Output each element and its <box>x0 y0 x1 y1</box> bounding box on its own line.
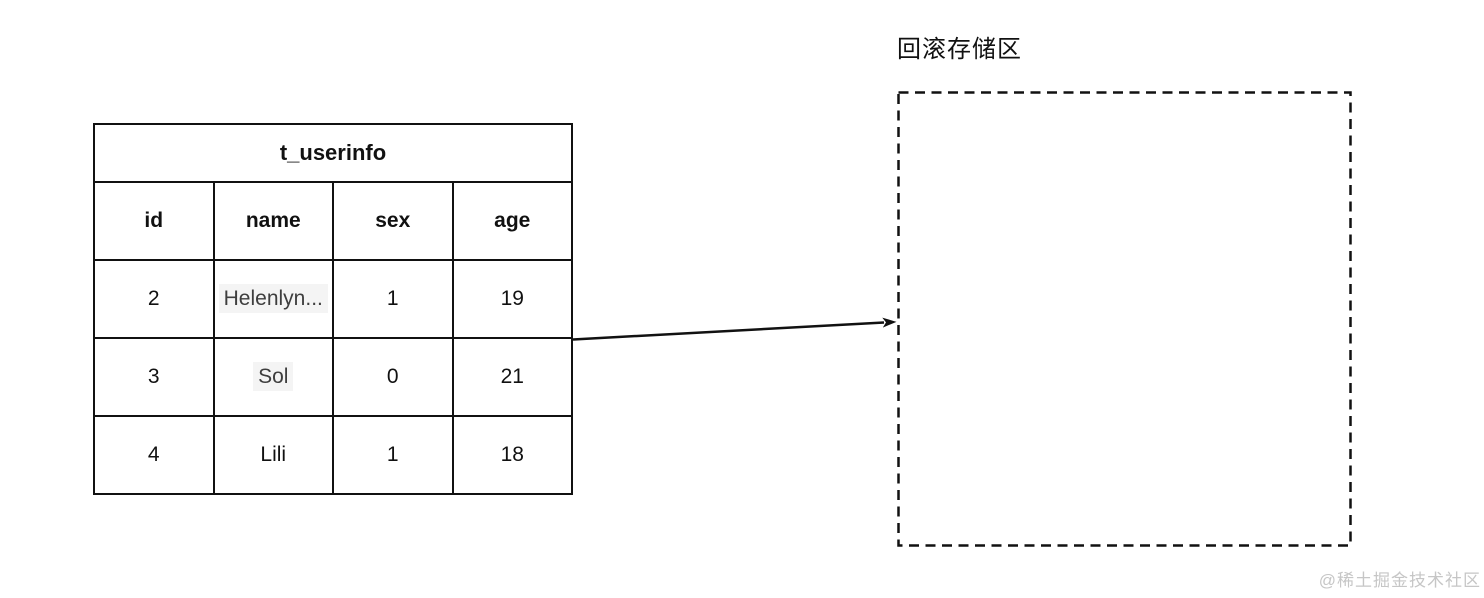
table-cell-name: Lili <box>212 415 334 495</box>
cell-value: 1 <box>386 443 399 466</box>
cell-value-highlighted: Sol <box>253 362 294 391</box>
table-row: 2 Helenlyn... 1 19 <box>93 259 573 339</box>
cell-value: 1 <box>386 287 399 310</box>
table-cell-age: 18 <box>451 415 573 495</box>
cell-value: 21 <box>500 365 524 388</box>
userinfo-table-grid: t_userinfo id name sex age 2 Helenlyn...… <box>93 123 573 495</box>
cell-value: 18 <box>500 443 524 466</box>
arrow-to-rollback <box>572 317 897 341</box>
table-cell-id: 2 <box>93 259 215 339</box>
table-cell-id: 3 <box>93 337 215 417</box>
rollback-storage-area <box>897 91 1352 547</box>
table-cell-id: 4 <box>93 415 215 495</box>
table-cell-sex: 1 <box>332 415 454 495</box>
cell-value: Lili <box>260 443 287 466</box>
column-header-name: name <box>212 181 334 261</box>
cell-value: 4 <box>147 443 160 466</box>
column-header-age: age <box>451 181 573 261</box>
cell-value: 0 <box>386 365 399 388</box>
table-cell-sex: 0 <box>332 337 454 417</box>
table-title-row: t_userinfo <box>93 123 573 183</box>
cell-value: 2 <box>147 287 160 310</box>
table-cell-age: 19 <box>451 259 573 339</box>
cell-value: 19 <box>500 287 524 310</box>
column-header-id: id <box>93 181 215 261</box>
table-cell-name: Helenlyn... <box>212 259 334 339</box>
table-cell-sex: 1 <box>332 259 454 339</box>
table-row: 3 Sol 0 21 <box>93 337 573 417</box>
table-title: t_userinfo <box>93 123 573 183</box>
rollback-area-label: 回滚存储区 <box>897 36 1022 63</box>
table-header-row: id name sex age <box>93 181 573 261</box>
cell-value: 3 <box>147 365 160 388</box>
userinfo-table: t_userinfo id name sex age 2 Helenlyn...… <box>93 123 573 495</box>
column-header-sex: sex <box>332 181 454 261</box>
table-row: 4 Lili 1 18 <box>93 415 573 495</box>
watermark: @稀土掘金技术社区 <box>1318 571 1481 590</box>
table-cell-age: 21 <box>451 337 573 417</box>
table-cell-name: Sol <box>212 337 334 417</box>
cell-value-highlighted: Helenlyn... <box>218 284 328 313</box>
